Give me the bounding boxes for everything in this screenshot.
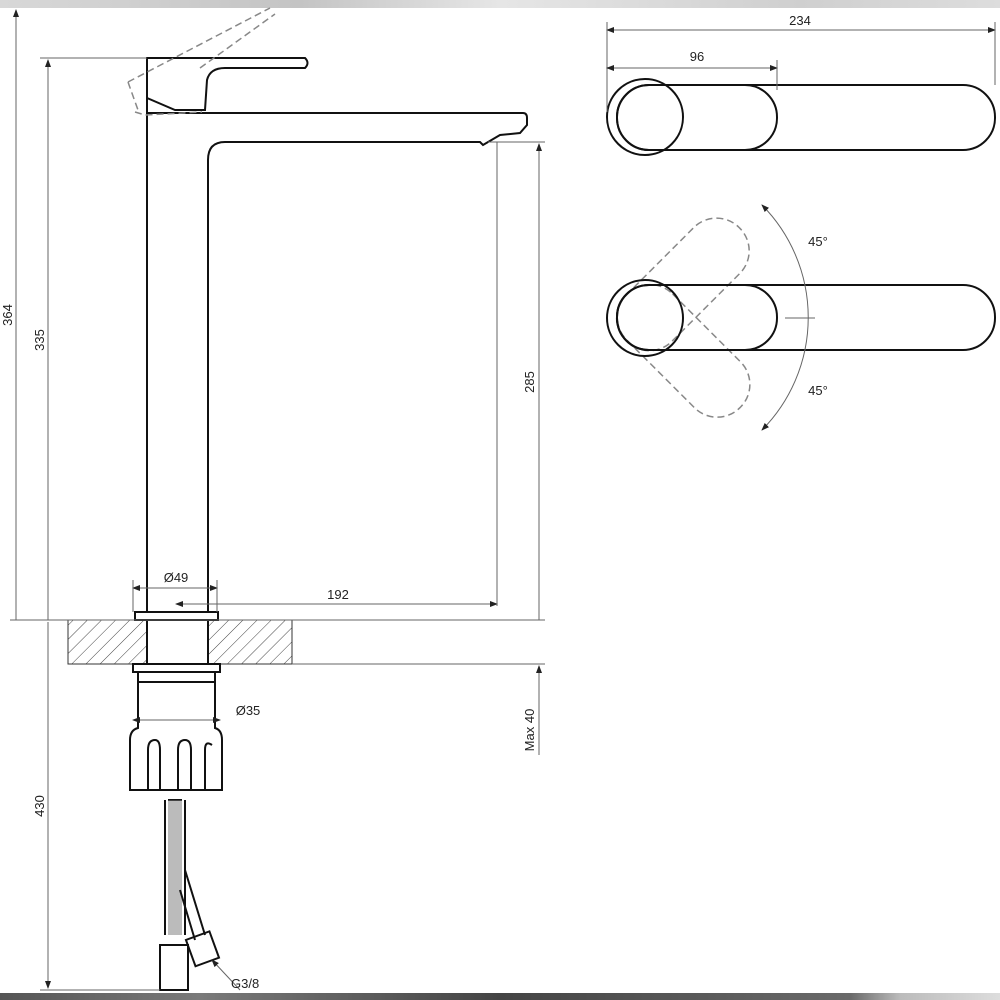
washer [132, 663, 221, 673]
countertop-right [207, 619, 293, 665]
top-band [0, 0, 1000, 8]
dim-body-diameter: Ø49 [164, 570, 189, 585]
rotation-view: 45° 45° [606, 204, 996, 431]
dim-handle-height: 335 [32, 329, 47, 351]
hose-nut-right [184, 930, 221, 968]
hose-bent [179, 869, 206, 941]
dim-spout-reach: 192 [327, 587, 349, 602]
mounting-pipe [146, 619, 209, 665]
handle-rotated-outline [127, 7, 276, 116]
hose-nut-left [159, 944, 189, 991]
angle-left-label: 45° [808, 234, 828, 249]
dim-thread-diameter: Ø35 [236, 703, 261, 718]
top-view: 234 96 [606, 13, 996, 156]
dim-total-height: 364 [0, 304, 15, 326]
dim-hose-length: 430 [32, 795, 47, 817]
dim-handle-base-length: 96 [690, 49, 704, 64]
side-view: 364 335 285 192 Ø49 Ø35 Max 40 430 G3/8 [0, 7, 545, 991]
fixing-nut [129, 681, 223, 791]
faucet-body [146, 112, 528, 612]
bottom-band [0, 993, 1000, 1000]
handle-top-view [616, 84, 996, 151]
dim-max-countertop: Max 40 [522, 709, 537, 752]
dim-top-length: 234 [789, 13, 811, 28]
base-plate [134, 611, 219, 621]
ring [137, 671, 216, 683]
handle [146, 57, 309, 113]
dim-spout-height: 285 [522, 371, 537, 393]
countertop-left [67, 619, 148, 665]
angle-right-label: 45° [808, 383, 828, 398]
dim-hose-connector: G3/8 [231, 976, 259, 991]
